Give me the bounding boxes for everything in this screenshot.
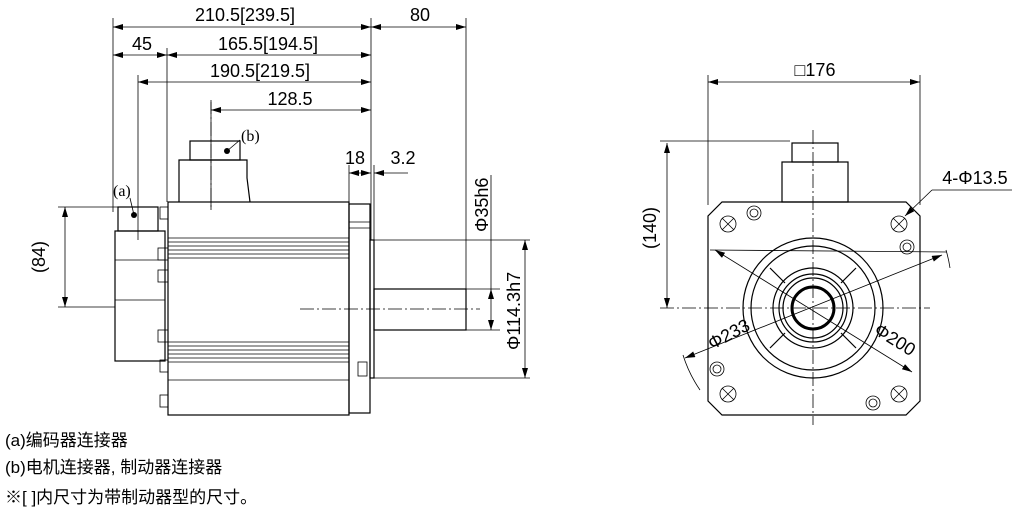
front-view: □176 [640, 60, 1012, 425]
dim-pcd: Φ233 [704, 315, 753, 354]
note-brake-dimensions: ※[ ]内尺寸为带制动器型的尺寸。 [5, 488, 258, 507]
dim-square: □176 [795, 60, 836, 80]
note-encoder-connector: (a)编码器连接器 [5, 431, 128, 450]
dim-holes: 4-Φ13.5 [942, 168, 1007, 188]
dim-flange: 18 [345, 148, 365, 168]
dim-connector-height: (140) [640, 207, 660, 249]
dim-encoder-height: (84) [29, 241, 49, 273]
dim-encoder: 45 [132, 34, 152, 54]
dim-shaft-dia: Φ35h6 [472, 178, 492, 232]
dim-spigot: 3.2 [390, 148, 415, 168]
dim-encoder-center: 190.5[219.5] [210, 61, 310, 81]
note-motor-brake-connector: (b)电机连接器, 制动器连接器 [5, 458, 223, 477]
dim-body-length: 165.5[194.5] [218, 34, 318, 54]
side-view: 210.5[239.5] 80 45 165.5[194.5] 190.5[21… [29, 5, 530, 416]
label-b: (b) [241, 128, 260, 145]
dim-total-length: 210.5[239.5] [195, 5, 295, 25]
label-a: (a) [113, 183, 131, 200]
dim-flange-dia: Φ200 [871, 319, 919, 359]
dim-shaft-length: 80 [410, 5, 430, 25]
dim-connector-center: 128.5 [267, 89, 312, 109]
dim-spigot-dia: Φ114.3h7 [504, 272, 524, 350]
